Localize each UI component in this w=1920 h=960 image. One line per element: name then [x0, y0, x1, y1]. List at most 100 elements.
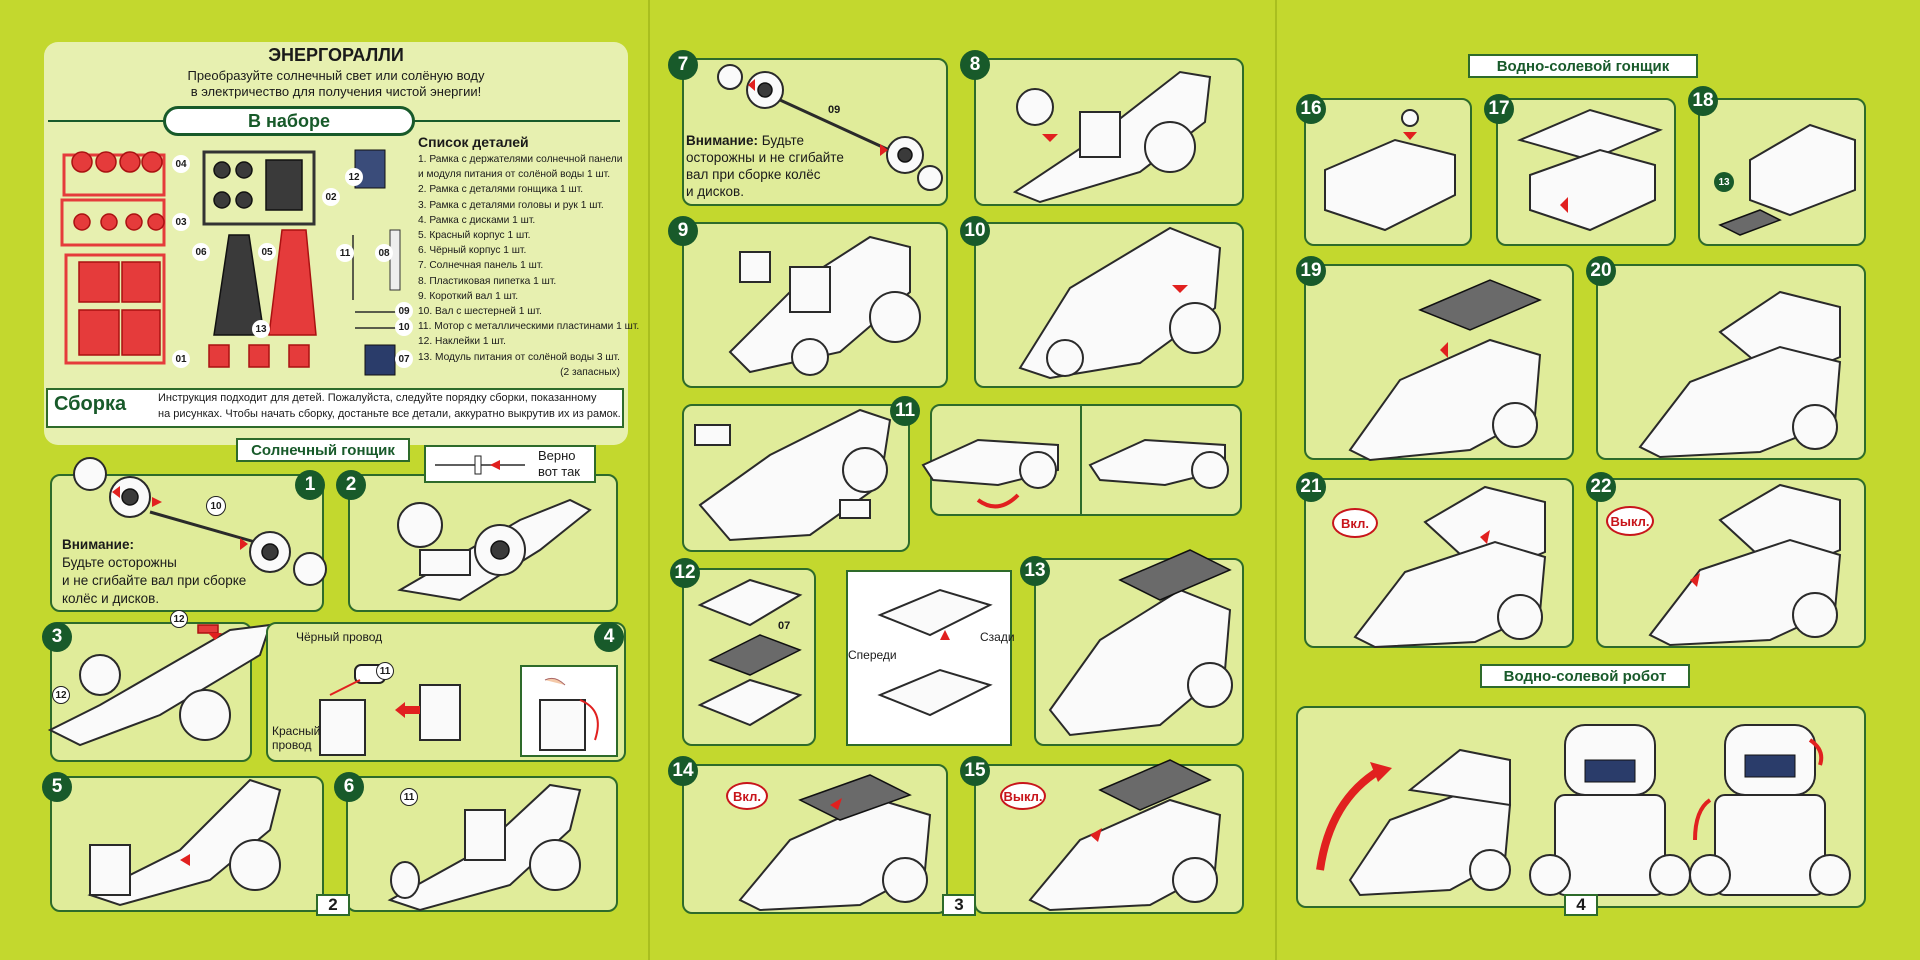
step-8-number: 8: [960, 50, 990, 80]
page-fold: [1275, 0, 1277, 960]
step-1-number: 1: [295, 470, 325, 500]
step-11-detail-right: [1088, 438, 1229, 489]
parts-list: Список деталей 1. Рамка с держателями со…: [418, 134, 639, 380]
step-2-callout-diagram: [435, 455, 525, 475]
step-7-warning-rest: Будьте: [761, 133, 805, 148]
part-num-13: 13: [252, 320, 270, 338]
step-12-number: 12: [670, 558, 700, 588]
step-1-warning-line: колёс и дисков.: [62, 591, 160, 606]
part-num-03: 03: [172, 213, 190, 231]
page-number-3: 3: [942, 894, 976, 916]
step-8-illustration: [1012, 70, 1212, 204]
step-16-number: 16: [1296, 94, 1326, 124]
parts-list-item: 10. Вал с шестерней 1 шт.: [418, 306, 542, 318]
part-num-06: 06: [192, 243, 210, 261]
step-1-warning-line: и не сгибайте вал при сборке: [62, 573, 247, 588]
section-water-robot: Водно-солевой робот: [1480, 664, 1690, 688]
page-number-4: 4: [1564, 894, 1598, 916]
parts-list-item: 9. Короткий вал 1 шт.: [418, 290, 519, 302]
step-5-illustration: [87, 778, 282, 907]
step-17-number: 17: [1484, 94, 1514, 124]
step-7-warning-title: Внимание:: [686, 133, 758, 148]
step-7-warning-line: вал при сборке колёс: [686, 167, 821, 182]
part-num-05: 05: [258, 243, 276, 261]
assembly-bar: [46, 388, 624, 428]
step-13-number: 13: [1020, 556, 1050, 586]
step-4-red-wire-line: провод: [272, 738, 312, 752]
step-7-warning-first-line: Внимание: Будьте: [686, 132, 844, 149]
step-18-number: 18: [1688, 86, 1718, 116]
step-11-detail-divider: [1080, 406, 1082, 514]
step-4-red-wire-line: Красный: [272, 724, 321, 738]
step-10-illustration: [1018, 226, 1222, 380]
step-10-number: 10: [960, 216, 990, 246]
page-number-2: 2: [316, 894, 350, 916]
step-2-number: 2: [336, 470, 366, 500]
part-num-11: 11: [336, 244, 354, 262]
part-num-01: 01: [172, 350, 190, 368]
step-11-number: 11: [890, 396, 920, 426]
step-2-callout: [424, 445, 596, 483]
step-12-illustration: [697, 578, 803, 727]
parts-illustration-right: [352, 149, 405, 376]
step-7-warning: Внимание: Будьте осторожны и не сгибайте…: [686, 132, 844, 200]
kit-label: В наборе: [163, 106, 415, 136]
section-solar-racer: Солнечный гонщик: [236, 438, 410, 462]
step-4-red-wire: Красный провод: [272, 724, 320, 752]
step-16-illustration: [1324, 109, 1456, 232]
parts-list-item: 3. Рамка с деталями головы и рук 1 шт.: [418, 199, 604, 211]
step-18-illustration: [1718, 123, 1856, 236]
step-4-illustration: [319, 664, 461, 756]
step-14-switch-on: Вкл.: [726, 782, 768, 810]
step-6-illustration: [387, 783, 582, 912]
step-4-inset-illustration: [539, 677, 599, 751]
part-num-12: 12: [345, 168, 363, 186]
parts-spare-note: (2 запасных): [560, 366, 620, 378]
intro-subtitle-2: в электричество для получения чистой эне…: [190, 84, 482, 99]
step-19-number: 19: [1296, 256, 1326, 286]
step-22-switch-off: Выкл.: [1606, 506, 1654, 536]
assembly-label: Сборка: [54, 393, 127, 415]
intro-subtitle-1: Преобразуйте солнечный свет или солёную …: [187, 68, 485, 83]
step-20-illustration: [1638, 290, 1842, 459]
step-6-part-num: 11: [400, 788, 418, 806]
step-21-illustration: [1353, 485, 1547, 649]
step-7-part-num: 09: [828, 104, 841, 116]
parts-list-item: 5. Красный корпус 1 шт.: [418, 230, 531, 242]
step-19-illustration: [1348, 279, 1542, 462]
step-11-detail-left: [921, 438, 1059, 509]
parts-list-item: 6. Чёрный корпус 1 шт.: [418, 245, 527, 257]
step-15-number: 15: [960, 756, 990, 786]
step-1-illustration: [73, 457, 327, 586]
parts-illustration: [60, 150, 317, 368]
step-2-illustration: [397, 498, 592, 602]
step-3-number: 3: [42, 622, 72, 652]
step-21-number: 21: [1296, 472, 1326, 502]
part-num-04: 04: [172, 155, 190, 173]
step-5-number: 5: [42, 772, 72, 802]
step-12-detail-illustration: [877, 588, 993, 717]
part-num-07: 07: [395, 350, 413, 368]
step-4-part-num: 11: [376, 662, 394, 680]
part-num-10: 10: [395, 318, 413, 336]
parts-list-item: 1. Рамка с держателями солнечной панели: [418, 154, 623, 165]
step-21-switch-on: Вкл.: [1332, 508, 1378, 538]
step-15-switch-off: Выкл.: [1000, 782, 1046, 810]
step-13-illustration: [1048, 549, 1233, 737]
step-1-part-num: 10: [206, 496, 226, 516]
page-fold: [648, 0, 650, 960]
step-2-callout-line: вот так: [538, 464, 580, 479]
step-4-black-wire: Чёрный провод: [296, 630, 383, 644]
step-7-illustration: [717, 64, 943, 191]
step-17-illustration: [1517, 108, 1663, 232]
parts-list-item: 12. Наклейки 1 шт.: [418, 336, 506, 348]
intro-title: ЭНЕРГОРАЛЛИ: [268, 45, 404, 65]
step-2-callout-line: Верно: [538, 448, 576, 463]
step-9-illustration: [728, 235, 921, 376]
parts-list-item: 7. Солнечная панель 1 шт.: [418, 260, 544, 272]
step-7-warning-line: и дисков.: [686, 184, 744, 199]
step-15-illustration: [1028, 759, 1222, 912]
assembly-text-1: Инструкция подходит для детей. Пожалуйст…: [158, 392, 597, 404]
step-12-back-label: Сзади: [980, 630, 1015, 644]
assembly-text-2: на рисунках. Чтобы начать сборку, достан…: [158, 408, 621, 420]
